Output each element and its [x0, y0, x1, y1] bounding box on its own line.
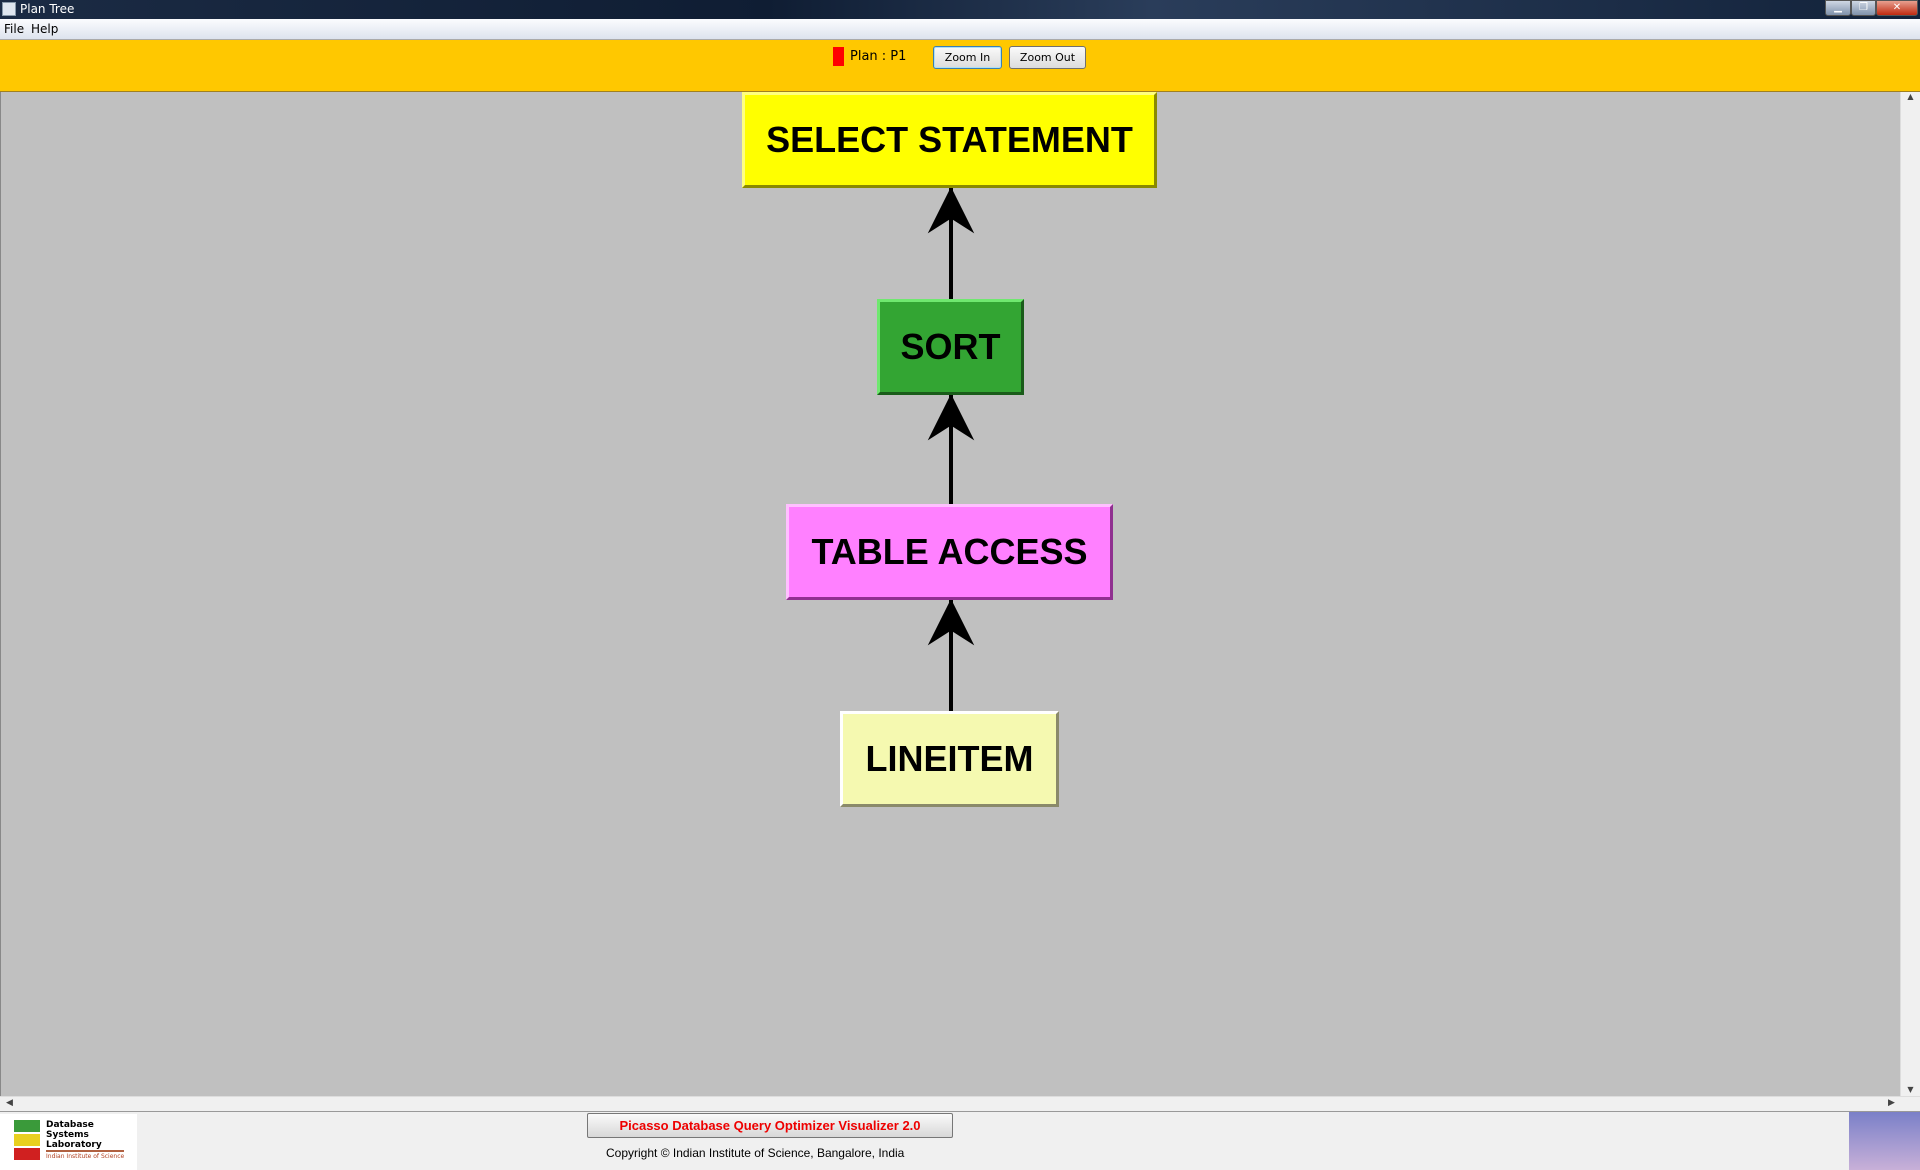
menu-help[interactable]: Help [31, 22, 59, 36]
app-title-button[interactable]: Picasso Database Query Optimizer Visuali… [587, 1113, 953, 1138]
title-bar: Plan Tree ▁ ❐ ✕ [0, 0, 1920, 19]
iisc-emblem-icon [1849, 1112, 1920, 1170]
scroll-left-icon[interactable]: ◀ [6, 1098, 13, 1108]
node-table-access[interactable]: TABLE ACCESS [786, 504, 1113, 600]
scroll-down-icon[interactable]: ▼ [1907, 1085, 1914, 1094]
copyright-text: Copyright © Indian Institute of Science,… [606, 1146, 905, 1160]
close-button[interactable]: ✕ [1876, 0, 1918, 16]
plan-color-swatch [833, 47, 844, 66]
minimize-button[interactable]: ▁ [1825, 0, 1851, 16]
dsl-logo: Database Systems Laboratory Indian Insti… [0, 1114, 137, 1170]
logo-line: Systems [46, 1130, 89, 1140]
dsl-blocks-icon [14, 1120, 40, 1160]
footer [0, 1112, 1920, 1170]
node-sort[interactable]: SORT [877, 299, 1024, 395]
arrowhead-icon [927, 598, 975, 646]
zoom-in-button[interactable]: Zoom In [933, 46, 1002, 69]
vertical-scrollbar[interactable]: ▲ ▼ [1900, 92, 1920, 1096]
java-app-icon [2, 2, 16, 16]
arrowhead-icon [927, 186, 975, 234]
zoom-out-button[interactable]: Zoom Out [1009, 46, 1086, 69]
logo-line: Laboratory [46, 1140, 102, 1150]
window-title: Plan Tree [20, 2, 75, 16]
logo-subtitle: Indian Institute of Science [46, 1150, 125, 1162]
logo-line: Database [46, 1120, 94, 1130]
maximize-button[interactable]: ❐ [1851, 0, 1876, 16]
tree-edges [927, 186, 975, 711]
scroll-right-icon[interactable]: ▶ [1888, 1098, 1895, 1108]
node-lineitem[interactable]: LINEITEM [840, 711, 1059, 807]
horizontal-scrollbar[interactable]: ◀ ▶ [0, 1096, 1920, 1112]
plan-label: Plan : P1 [850, 49, 907, 64]
menu-file[interactable]: File [4, 22, 25, 36]
menu-bar: File Help [0, 19, 1920, 40]
scroll-up-icon[interactable]: ▲ [1907, 92, 1914, 101]
node-select-statement[interactable]: SELECT STATEMENT [742, 92, 1157, 188]
arrowhead-icon [927, 393, 975, 441]
